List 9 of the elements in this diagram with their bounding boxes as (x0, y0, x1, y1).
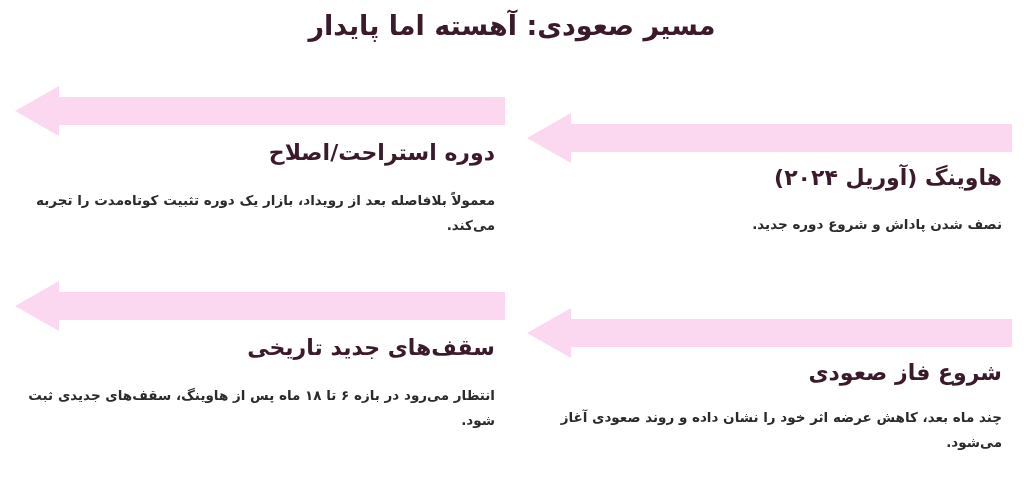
step-description: معمولاً بلافاصله بعد از رویداد، بازار یک دوره تثبیت کوتاه‌مدت را تجربه می‌کند. (35, 191, 495, 235)
step-heading: هاوینگ (آوریل ۲۰۲۴) (774, 165, 1002, 190)
step-description: نصف شدن پاداش و شروع دوره جدید. (751, 215, 1002, 234)
title: مسیر صعودی: آهسته اما پایدار (306, 10, 717, 41)
step-heading: دوره استراحت/اصلاح (268, 140, 495, 165)
step-description: چند ماه بعد، کاهش عرضه اثر خود را نشان داده و روند صعودی آغاز می‌شود. (559, 408, 1002, 452)
step-description: انتظار می‌رود در بازه ۶ تا ۱۸ ماه پس از هاوینگ، سقف‌های جدیدی ثبت شود. (27, 386, 495, 430)
step-heading: سقف‌های جدید تاریخی (247, 335, 495, 360)
step-heading: شروع فاز صعودی (808, 360, 1002, 385)
